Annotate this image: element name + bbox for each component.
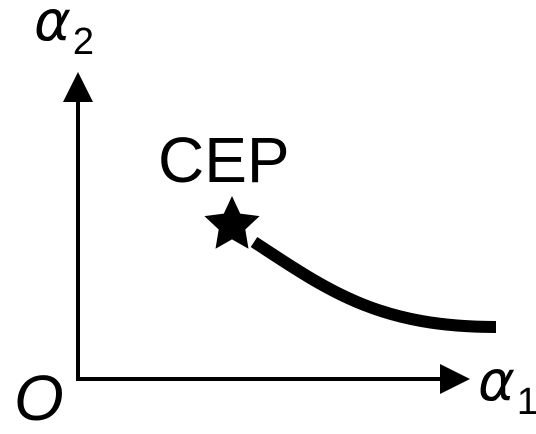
x-axis-arrowhead xyxy=(440,364,470,394)
x-axis-symbol: α xyxy=(478,349,515,414)
origin-label: O xyxy=(14,362,64,434)
y-axis-label: α2 xyxy=(34,0,94,61)
phase-diagram xyxy=(63,72,497,394)
x-axis-subscript: 1 xyxy=(516,381,536,423)
x-axis-label: α1 xyxy=(478,354,536,422)
cep-label: CEP xyxy=(158,124,290,196)
y-axis-symbol: α xyxy=(34,0,71,54)
y-axis-subscript: 2 xyxy=(72,21,95,63)
transition-line xyxy=(250,236,497,333)
star-icon xyxy=(204,196,260,249)
y-axis-arrowhead xyxy=(63,72,93,102)
